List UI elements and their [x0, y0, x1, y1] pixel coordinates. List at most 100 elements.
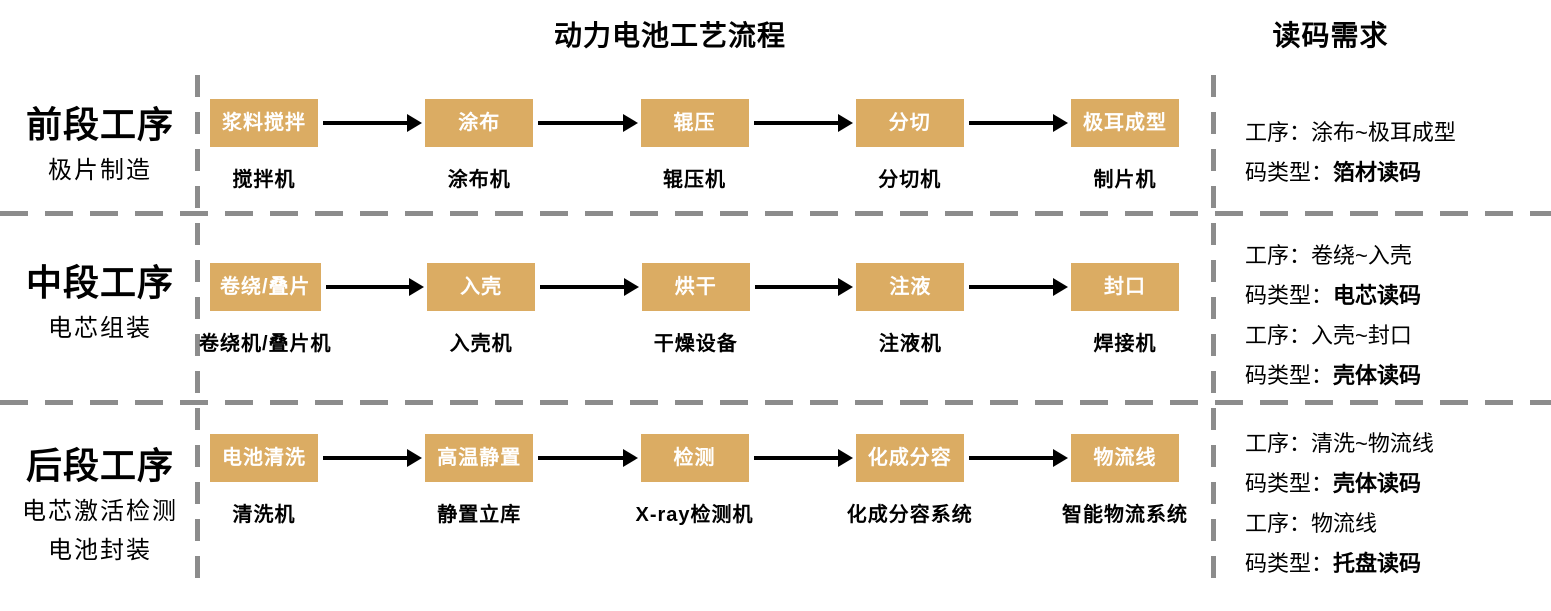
equipment-label: 注液机 [878, 333, 942, 355]
requirement-line: 码类型：托盘读码 [1245, 544, 1545, 584]
process-step: 极耳成型制片机 [1071, 99, 1179, 191]
equipment-label: 搅拌机 [232, 169, 296, 191]
process-step: 封口焊接机 [1071, 263, 1179, 355]
requirement-value: 物流线 [1311, 511, 1378, 536]
equipment-label: 涂布机 [447, 169, 511, 191]
equipment-label: 化成分容系统 [846, 504, 973, 526]
stage-description-line: 极片制造 [48, 157, 152, 184]
requirement-prefix: 码类型： [1245, 363, 1334, 388]
process-flow: 浆料搅拌搅拌机 涂布涂布机 辊压辊压机 分切分切机 极耳成型制片机 [200, 99, 1213, 195]
stage-flow-divider [195, 75, 200, 590]
arrow-right-icon [535, 263, 642, 311]
process-step: 卷绕/叠片卷绕机/叠片机 [199, 263, 331, 355]
requirement-value: 入壳~封口 [1311, 323, 1412, 348]
requirement-value: 涂布~极耳成型 [1311, 120, 1456, 145]
arrow-right-icon [318, 434, 425, 482]
arrow-right-icon [749, 99, 856, 147]
process-step: 高温静置静置立库 [425, 434, 534, 526]
stage-description: 电芯组装 [0, 314, 200, 343]
process-flow: 卷绕/叠片卷绕机/叠片机 入壳入壳机 烘干干燥设备 注液注液机 封口焊接机 [199, 263, 1213, 359]
process-step: 辊压辊压机 [640, 99, 749, 191]
equipment-label: 干燥设备 [653, 333, 738, 355]
process-box: 检测 [640, 434, 749, 482]
requirement-value: 壳体读码 [1333, 471, 1422, 496]
arrow-right-icon [964, 434, 1071, 482]
requirement-line: 工序：卷绕~入壳 [1245, 236, 1545, 276]
requirement-prefix: 码类型： [1245, 283, 1334, 308]
equipment-label: 智能物流系统 [1062, 504, 1188, 526]
stage-label: 中段工序电芯组装 [0, 262, 200, 343]
process-step: 涂布涂布机 [425, 99, 534, 191]
process-step: 分切分切机 [855, 99, 964, 191]
row-divider-bottom [0, 400, 1551, 405]
arrow-right-icon [964, 263, 1071, 311]
equipment-label: 入壳机 [449, 333, 513, 355]
arrow-right-icon [964, 99, 1071, 147]
requirement-prefix: 工序： [1245, 511, 1312, 536]
requirement-value: 卷绕~入壳 [1311, 243, 1412, 268]
requirement-prefix: 工序： [1245, 120, 1312, 145]
requirement-line: 工序：清洗~物流线 [1245, 424, 1545, 464]
requirement-prefix: 工序： [1245, 243, 1312, 268]
process-box: 入壳 [427, 263, 536, 311]
arrow-right-icon [533, 434, 640, 482]
process-box: 极耳成型 [1071, 99, 1179, 147]
requirement-prefix: 工序： [1245, 431, 1312, 456]
process-box: 高温静置 [425, 434, 534, 482]
requirement-prefix: 码类型： [1245, 471, 1334, 496]
requirement-value: 清洗~物流线 [1311, 431, 1434, 456]
equipment-label: 焊接机 [1093, 333, 1157, 355]
process-box: 卷绕/叠片 [210, 263, 321, 311]
process-box: 物流线 [1071, 434, 1179, 482]
stage-description-line: 电芯激活检测 [22, 498, 178, 525]
stage-label: 前段工序极片制造 [0, 104, 200, 185]
equipment-label: 静置立库 [437, 504, 522, 526]
row-divider-top [0, 211, 1551, 216]
process-box: 注液 [856, 263, 965, 311]
requirement-line: 工序：涂布~极耳成型 [1245, 113, 1545, 153]
stage-name: 前段工序 [25, 104, 174, 145]
requirements-block: 工序：清洗~物流线码类型：壳体读码工序：物流线码类型：托盘读码 [1245, 424, 1545, 584]
process-step: 烘干干燥设备 [641, 263, 750, 355]
process-box: 烘干 [641, 263, 750, 311]
requirements-block: 工序：涂布~极耳成型码类型：箔材读码 [1245, 113, 1545, 193]
arrow-right-icon [749, 434, 856, 482]
requirement-prefix: 工序： [1245, 323, 1312, 348]
equipment-label: 卷绕机/叠片机 [199, 333, 332, 355]
flow-requirements-divider [1211, 75, 1216, 590]
process-box: 涂布 [425, 99, 534, 147]
process-box: 封口 [1071, 263, 1179, 311]
arrow-right-icon [533, 99, 640, 147]
process-step: 物流线智能物流系统 [1062, 434, 1187, 526]
process-box: 电池清洗 [210, 434, 318, 482]
stage-name: 后段工序 [25, 445, 174, 486]
requirement-value: 电芯读码 [1333, 283, 1422, 308]
stage-description-line: 电芯组装 [48, 315, 152, 342]
stage-description: 电芯激活检测电池封装 [0, 497, 200, 565]
stage-description: 极片制造 [0, 156, 200, 185]
equipment-label: 清洗机 [232, 504, 296, 526]
requirement-prefix: 码类型： [1245, 551, 1334, 576]
process-step: 入壳入壳机 [427, 263, 536, 355]
requirement-line: 工序：入壳~封口 [1245, 316, 1545, 356]
stage-description-line: 电池封装 [48, 537, 152, 564]
stage-label: 后段工序电芯激活检测电池封装 [0, 445, 200, 565]
requirement-line: 码类型：壳体读码 [1245, 464, 1545, 504]
arrow-right-icon [750, 263, 857, 311]
arrow-right-icon [321, 263, 428, 311]
process-step: 注液注液机 [856, 263, 965, 355]
process-box: 分切 [855, 99, 964, 147]
equipment-label: 制片机 [1093, 169, 1157, 191]
requirement-value: 箔材读码 [1333, 160, 1422, 185]
stage-name: 中段工序 [25, 262, 174, 303]
equipment-label: 辊压机 [663, 169, 726, 191]
requirement-line: 码类型：电芯读码 [1245, 276, 1545, 316]
process-step: 浆料搅拌搅拌机 [210, 99, 318, 191]
process-box: 辊压 [640, 99, 749, 147]
requirements-block: 工序：卷绕~入壳码类型：电芯读码工序：入壳~封口码类型：壳体读码 [1245, 236, 1545, 396]
requirement-line: 工序：物流线 [1245, 504, 1545, 544]
equipment-label: 分切机 [878, 169, 942, 191]
requirement-value: 托盘读码 [1333, 551, 1422, 576]
